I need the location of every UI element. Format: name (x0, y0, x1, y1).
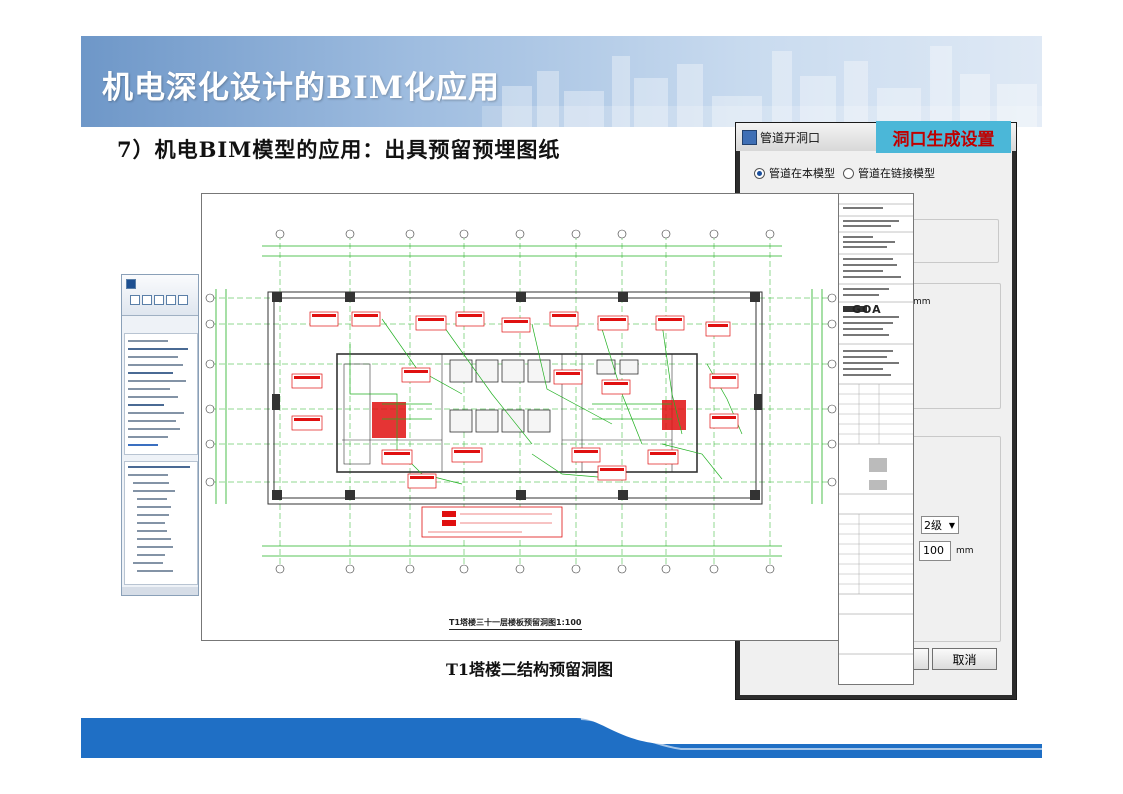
chevron-down-icon: ▼ (948, 521, 955, 530)
project-browser-tree (124, 461, 198, 585)
dialog-caption-overlay: 洞口生成设置 (876, 121, 1011, 153)
plan-tool-icon (142, 295, 152, 305)
dialog-app-icon (742, 130, 757, 145)
revit-app-icon (126, 279, 136, 289)
drawing-title-block (838, 193, 914, 685)
size-unit-label: mm (913, 297, 931, 307)
section-tool-icon (154, 295, 164, 305)
cancel-button[interactable]: 取消 (932, 648, 997, 670)
radio-this-model-label: 管道在本模型 (769, 167, 835, 180)
opening-size-unit: mm (956, 546, 974, 556)
title-block-logo: GOA (852, 303, 882, 316)
opening-tool-icon (166, 295, 176, 305)
floor-plan-drawing (201, 193, 843, 641)
option-group-3 (912, 436, 1001, 642)
slide-title: 机电深化设计的BIM化应用 (102, 70, 501, 106)
title-block-graphic (839, 203, 913, 655)
drawing-title: T1塔楼三十一层楼板预留洞图1:100 (449, 618, 582, 630)
level-select-value: 2级 (924, 519, 942, 532)
schedule-tool-icon (178, 295, 188, 305)
revit-status-bar (122, 587, 198, 595)
dialog-title: 管道开洞口 (760, 131, 821, 145)
option-group-1 (912, 219, 999, 263)
properties-list (124, 333, 198, 455)
figure-caption: T1塔楼二结构预留洞图 (446, 660, 614, 679)
header-banner (81, 36, 1042, 127)
revit-properties-panel (121, 274, 199, 596)
modify-tool-icon (130, 295, 140, 305)
level-select[interactable]: 2级 ▼ (921, 516, 959, 534)
radio-this-model[interactable] (754, 167, 765, 179)
opening-size-input[interactable]: 100 (919, 541, 951, 561)
footer-bar (81, 718, 1042, 758)
ok-button[interactable] (913, 648, 929, 670)
section-heading: 7）机电BIM模型的应用：出具预留预埋图纸 (117, 137, 561, 162)
radio-linked-model-label: 管道在链接模型 (858, 167, 935, 180)
radio-linked-model[interactable] (843, 167, 854, 179)
city-skyline-graphic (482, 46, 1042, 127)
model-source-radio-group: 管道在本模型 管道在链接模型 (754, 165, 935, 181)
revit-ribbon-toolbar (122, 275, 198, 316)
floor-plan-graphic (205, 229, 837, 574)
